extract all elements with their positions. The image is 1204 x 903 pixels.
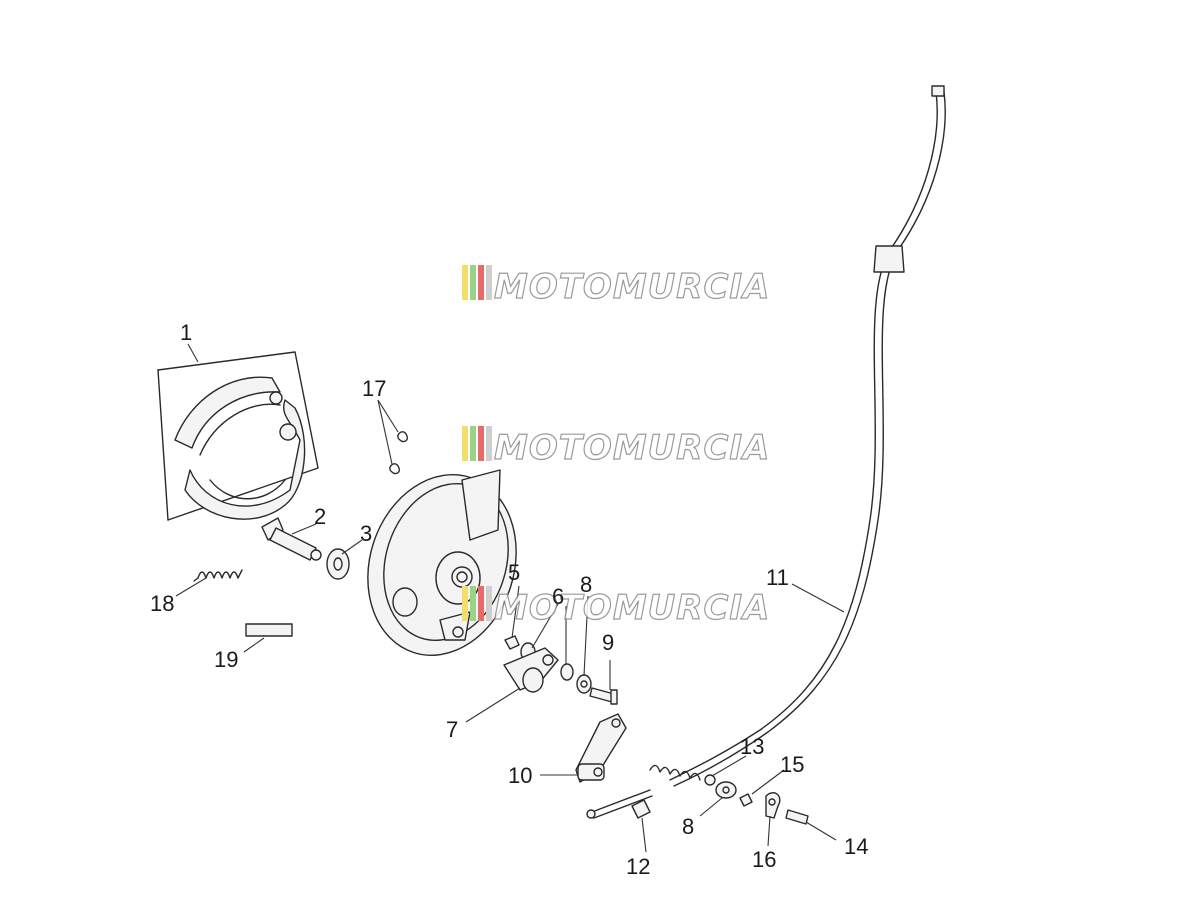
brake-arm-part [575, 713, 627, 783]
callout-9: 9 [602, 630, 614, 655]
clip-parts [389, 431, 409, 475]
cable-adjuster-parts [631, 774, 809, 825]
watermark-text: MOTOMURCIA [494, 428, 770, 468]
watermark-text: MOTOMURCIA [494, 267, 770, 307]
brake-shoes-part [157, 351, 319, 521]
callout-2: 2 [314, 504, 326, 529]
watermark-bottom: MOTOMURCIA [462, 586, 770, 629]
leader-lines [175, 343, 845, 853]
callout-11: 11 [766, 565, 789, 590]
brake-backing-plate [367, 469, 517, 656]
callout-14: 14 [844, 834, 868, 859]
callout-8-upper: 8 [580, 572, 592, 597]
callout-15: 15 [780, 752, 804, 777]
watermark-middle: MOTOMURCIA [462, 426, 770, 469]
callout-17: 17 [362, 376, 386, 401]
callout-6: 6 [552, 584, 564, 609]
callout-12: 12 [626, 854, 650, 879]
label-plate-part [245, 623, 293, 637]
callout-7: 7 [446, 717, 458, 742]
cam-shaft-part [261, 517, 322, 561]
washer-part-3 [326, 548, 350, 580]
callout-19: 19 [214, 647, 238, 672]
callout-3: 3 [360, 521, 372, 546]
callout-13: 13 [740, 734, 764, 759]
callout-18: 18 [150, 591, 174, 616]
watermark-text: MOTOMURCIA [494, 588, 770, 628]
callout-1: 1 [180, 320, 192, 345]
callout-5: 5 [508, 560, 520, 585]
cam-lever-part [503, 647, 559, 693]
callout-labels: 1 2 3 5 6 7 8 8 9 10 11 12 13 14 15 16 1… [150, 320, 868, 879]
watermark-top: MOTOMURCIA [462, 265, 770, 308]
callout-16: 16 [752, 847, 776, 872]
spring-part [193, 569, 243, 582]
callout-10: 10 [508, 763, 532, 788]
callout-8-lower: 8 [682, 814, 694, 839]
brake-cable-part [586, 85, 946, 819]
